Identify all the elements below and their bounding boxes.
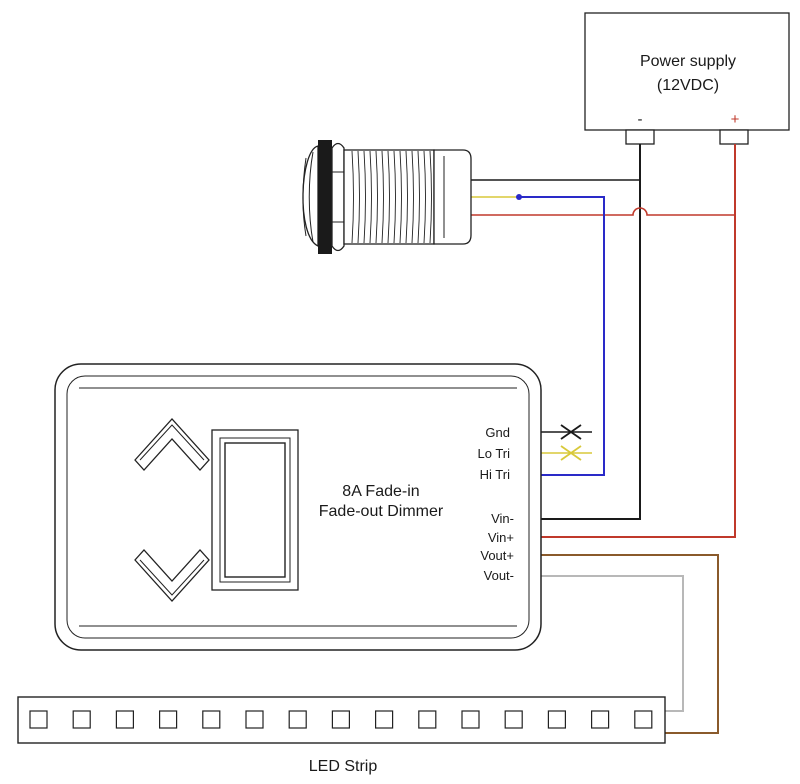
led-chip xyxy=(29,710,48,729)
switch-thread-line xyxy=(357,150,360,244)
terminal-hi-tri: Hi Tri xyxy=(480,467,510,482)
wires xyxy=(466,144,736,734)
led-chip xyxy=(590,710,610,729)
terminal-lo-tri: Lo Tri xyxy=(477,446,510,461)
led-strip: LED Strip xyxy=(17,696,666,775)
power-supply-voltage: (12VDC) xyxy=(657,77,719,94)
switch-led-power-wire xyxy=(466,207,735,216)
led-chip xyxy=(375,710,394,729)
dimmer-housing: 8A Fade-in Fade-out Dimmer Gnd Lo Tri Hi… xyxy=(54,363,542,651)
push-button-switch-icon xyxy=(302,140,472,254)
power-supply-box xyxy=(584,12,790,131)
switch-thread-line xyxy=(375,150,378,244)
led-chip xyxy=(159,710,178,729)
positive-wire xyxy=(541,144,736,538)
up-chevron-icon[interactable] xyxy=(134,418,210,471)
switch-thread-line xyxy=(387,150,390,244)
switch-thread-line xyxy=(405,150,408,244)
terminal-vout-neg: Vout- xyxy=(484,568,514,583)
switch-threads xyxy=(351,150,432,244)
power-supply-label: Power supply xyxy=(640,53,736,70)
power-supply-neg-label: - xyxy=(638,111,643,128)
led-chip xyxy=(547,710,567,729)
led-chip xyxy=(115,710,135,729)
led-strip-leds xyxy=(29,710,653,729)
negative-wire xyxy=(541,144,641,520)
led-chip xyxy=(634,710,653,729)
dimmer-display xyxy=(211,429,299,591)
led-chip xyxy=(72,710,91,729)
switch-thread-line xyxy=(381,150,384,244)
dimmer-title-line2: Fade-out Dimmer xyxy=(319,503,444,520)
led-chip xyxy=(461,710,480,729)
switch-black-ring xyxy=(318,140,332,254)
wire-cut-icon xyxy=(560,424,582,461)
dimmer-title-line1: 8A Fade-in xyxy=(342,483,419,500)
led-chip xyxy=(418,710,437,729)
wire-junction-dot xyxy=(516,194,522,200)
dimmer-inner-shell xyxy=(66,375,530,639)
led-strip-label: LED Strip xyxy=(309,758,378,775)
terminal-gnd: Gnd xyxy=(485,425,510,440)
switch-thread-line xyxy=(429,150,432,244)
power-supply-pos-label: + xyxy=(731,111,740,128)
power-supply-pos-terminal xyxy=(719,129,749,145)
vout-negative-wire xyxy=(541,575,684,712)
led-chip xyxy=(202,710,221,729)
terminal-vin-pos: Vin+ xyxy=(488,530,514,545)
down-chevron-icon[interactable] xyxy=(134,549,210,602)
switch-thread-line xyxy=(351,150,354,244)
led-chip xyxy=(331,710,350,729)
switch-nut xyxy=(331,142,345,252)
led-chip xyxy=(288,710,307,729)
vout-positive-wire xyxy=(541,554,719,734)
switch-thread-line xyxy=(369,150,372,244)
switch-thread-line xyxy=(423,150,426,244)
power-supply: Power supply (12VDC) - + xyxy=(584,12,790,145)
switch-thread-line xyxy=(411,150,414,244)
power-supply-neg-terminal xyxy=(625,129,655,145)
hi-trigger-wire xyxy=(519,196,605,476)
led-chip xyxy=(504,710,523,729)
switch-thread-line xyxy=(393,150,396,244)
switch-thread-line xyxy=(363,150,366,244)
switch-thread-line xyxy=(417,150,420,244)
led-chip xyxy=(245,710,264,729)
terminal-vin-neg: Vin- xyxy=(491,511,514,526)
switch-thread-line xyxy=(399,150,402,244)
terminal-vout-pos: Vout+ xyxy=(480,548,514,563)
switch-rear-housing xyxy=(433,149,472,245)
